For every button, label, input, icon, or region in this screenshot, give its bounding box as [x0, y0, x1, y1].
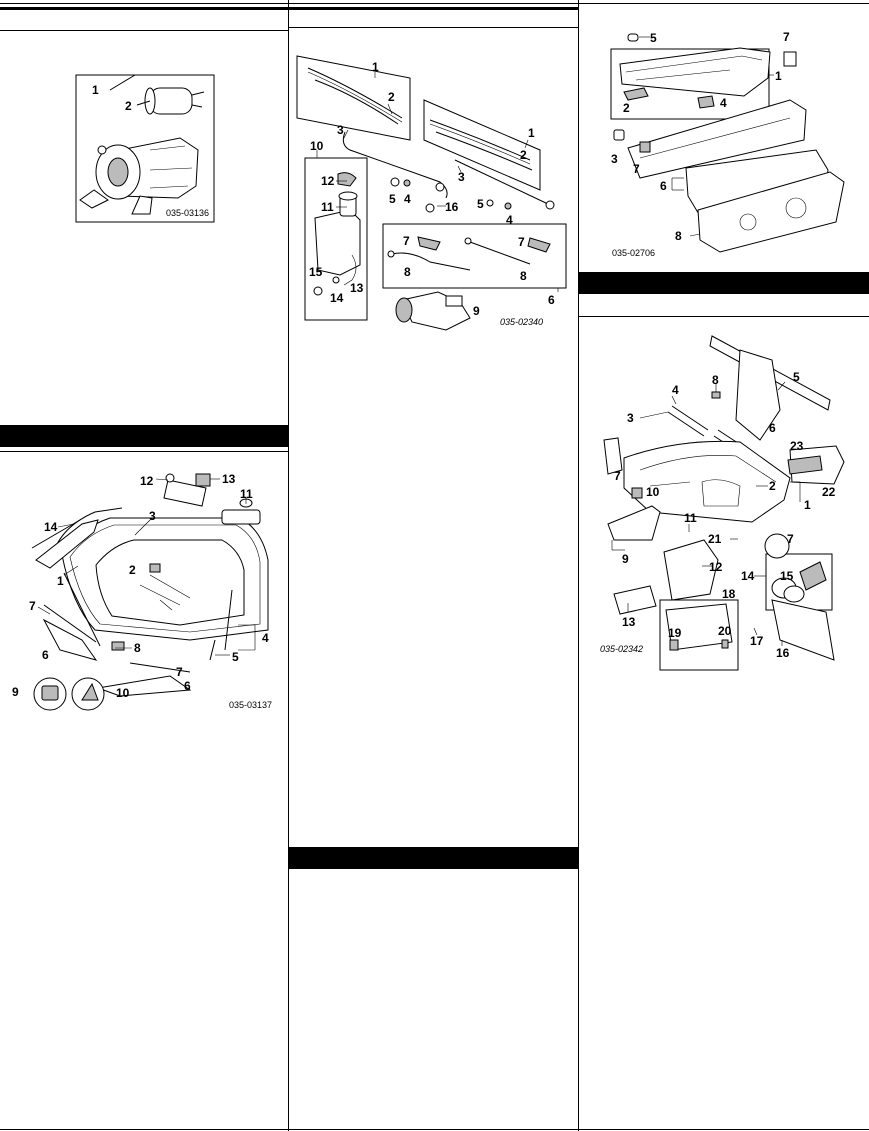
callout-label: 2: [623, 101, 630, 115]
callout-label: 9: [473, 304, 480, 318]
callout-label: 6: [660, 179, 667, 193]
section-subrule: [0, 30, 288, 31]
callout-label: 15: [780, 569, 794, 583]
callout-label: 11: [240, 487, 253, 501]
callout-label: 11: [321, 200, 334, 214]
callout-label: 19: [668, 626, 682, 640]
callout-label: 16: [445, 200, 459, 214]
callout-label: 13: [622, 615, 636, 629]
callout-label: 1: [528, 126, 535, 140]
callout-label: 4: [672, 383, 679, 397]
callout-label: 1: [92, 83, 99, 97]
starter-figure: 1 2 035-03136: [75, 74, 215, 223]
callout-label: 8: [404, 265, 411, 279]
callout-label: 4: [404, 192, 411, 206]
callout-label: 9: [12, 685, 19, 699]
callout-label: 14: [330, 291, 344, 305]
callout-label: 2: [520, 148, 527, 162]
callout-label: 10: [646, 485, 660, 499]
callout-label: 12: [140, 474, 154, 488]
bottom-rule: [0, 1129, 869, 1130]
figure-code: 035-02340: [500, 317, 543, 327]
callout-label: 23: [790, 439, 804, 453]
callout-label: 22: [822, 485, 836, 499]
dashboard-figure: 1 2 3 4 5 6 7 7 8 9 10 11 12 13 14 15 16…: [600, 335, 845, 671]
callout-label: 8: [134, 641, 141, 655]
callout-label: 3: [149, 509, 156, 523]
callout-label: 8: [675, 229, 682, 243]
callout-label: 7: [787, 532, 794, 546]
callout-label: 3: [611, 152, 618, 166]
section-header-bar: [0, 7, 288, 10]
callout-label: 2: [125, 99, 132, 113]
section-subrule: [0, 451, 288, 452]
callout-label: 6: [769, 421, 776, 435]
callout-label: 20: [718, 624, 732, 638]
callout-label: 6: [548, 293, 555, 307]
callout-label: 11: [684, 511, 697, 525]
callout-label: 2: [769, 479, 776, 493]
callout-label: 4: [262, 631, 269, 645]
callout-label: 3: [337, 123, 344, 137]
section-subrule: [579, 316, 869, 317]
callout-label: 15: [309, 265, 323, 279]
callout-label: 4: [506, 213, 513, 227]
callout-label: 12: [709, 560, 723, 574]
callout-label: 1: [775, 69, 782, 83]
callout-label: 4: [720, 96, 727, 110]
callout-label: 5: [477, 197, 484, 211]
callout-label: 14: [44, 520, 58, 534]
callout-label: 7: [633, 162, 640, 176]
section-header-bar: [289, 847, 578, 869]
callout-label: 8: [712, 373, 719, 387]
callout-label: 7: [614, 469, 621, 483]
callout-label: 10: [116, 686, 130, 700]
callout-label: 7: [783, 30, 790, 44]
figure-code: 035-03137: [229, 700, 272, 710]
callout-label: 5: [650, 31, 657, 45]
top-rule: [0, 3, 869, 4]
section-header-bar: [289, 7, 578, 10]
callout-label: 21: [708, 532, 722, 546]
section-header-bar: [0, 425, 288, 447]
section-header-bar: [579, 272, 869, 294]
figure-code: 035-02706: [612, 248, 655, 258]
callout-label: 7: [518, 235, 525, 249]
column-divider-right: [578, 0, 579, 1131]
callout-label: 6: [42, 648, 49, 662]
callout-label: 2: [388, 90, 395, 104]
cowl-figure: 1 2 3 4 5 6 7 7 8 035-02706: [610, 30, 845, 258]
wiper-figure: 1 1 2 2 3 3 4 4 5 5 6 7 7 8 8 9 10 11 12…: [296, 55, 567, 331]
callout-label: 9: [622, 552, 629, 566]
callout-label: 7: [403, 234, 410, 248]
windshield-figure: 1 2 3 4 5 6 6 7 7 8 9 10 11 12 13 14 035…: [12, 472, 272, 711]
figure-code: 035-02342: [600, 644, 643, 654]
callout-label: 2: [129, 563, 136, 577]
callout-label: 14: [741, 569, 755, 583]
callout-label: 12: [321, 174, 335, 188]
callout-label: 3: [458, 170, 465, 184]
callout-label: 13: [222, 472, 236, 486]
callout-label: 18: [722, 587, 736, 601]
callout-label: 1: [57, 574, 64, 588]
callout-label: 5: [389, 192, 396, 206]
section-subrule: [289, 27, 578, 28]
callout-label: 5: [232, 650, 239, 664]
callout-label: 17: [750, 634, 764, 648]
callout-label: 5: [793, 370, 800, 384]
callout-label: 1: [804, 498, 811, 512]
callout-label: 8: [520, 269, 527, 283]
callout-label: 7: [29, 599, 36, 613]
callout-label: 13: [350, 281, 364, 295]
callout-label: 7: [176, 665, 183, 679]
column-divider-left: [288, 0, 289, 1131]
figure-code: 035-03136: [166, 208, 209, 218]
callout-label: 10: [310, 139, 324, 153]
callout-label: 1: [372, 60, 379, 74]
callout-label: 3: [627, 411, 634, 425]
callout-label: 6: [184, 679, 191, 693]
callout-label: 16: [776, 646, 790, 660]
